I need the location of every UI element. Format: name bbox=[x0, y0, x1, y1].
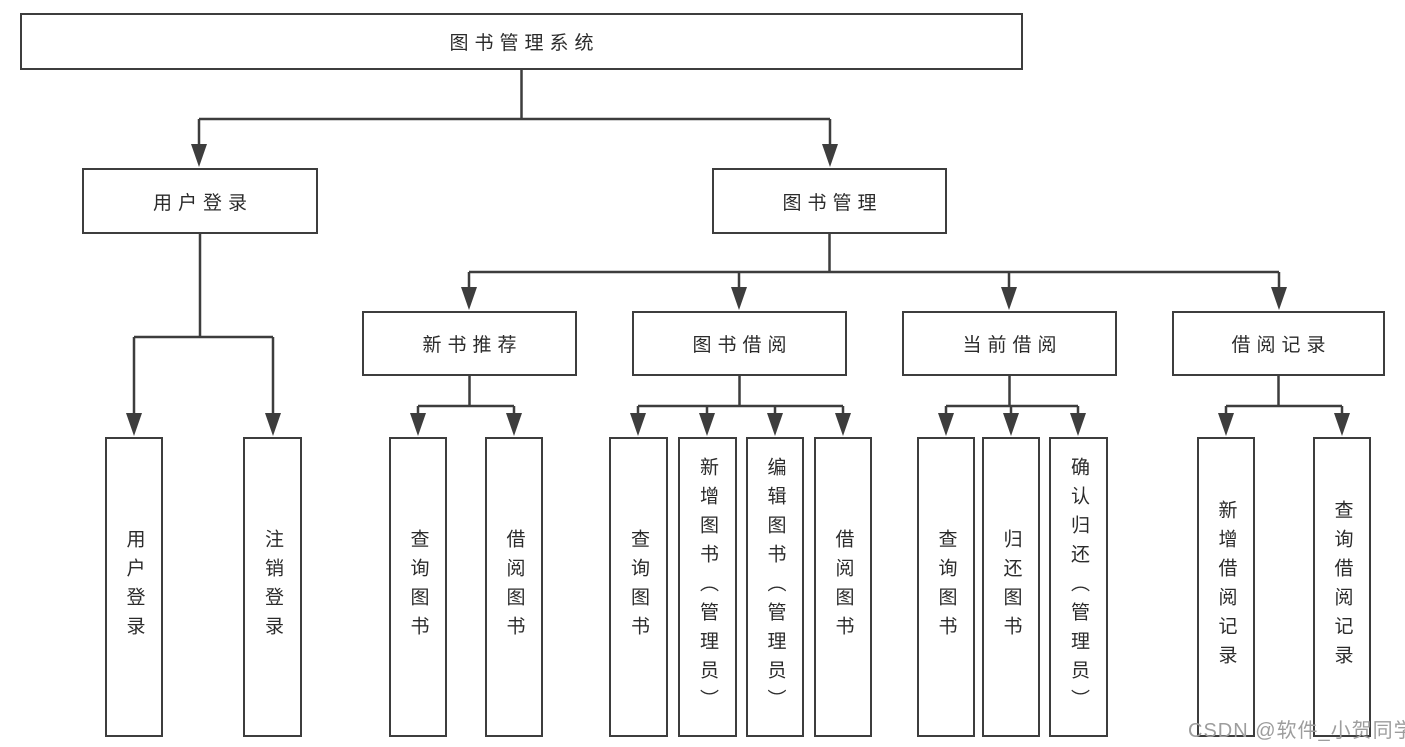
leaf-label: 查询图书 bbox=[628, 529, 649, 645]
connector-borrow-to-leaves bbox=[630, 376, 851, 436]
node-new-book-recommend: 新书推荐 bbox=[362, 311, 577, 376]
leaf-confirm-return-admin: 确认归还（管理员） bbox=[1049, 437, 1108, 737]
leaf-label: 借阅图书 bbox=[832, 529, 854, 645]
connector-newbook-to-leaves bbox=[410, 376, 522, 436]
connector-root-to-level2 bbox=[191, 70, 838, 167]
node-label: 当前借阅 bbox=[962, 335, 1063, 356]
csdn-watermark: CSDN @软件_小贺同学 bbox=[1188, 720, 1405, 742]
leaf-query-borrow-record: 查询借阅记录 bbox=[1313, 437, 1371, 737]
node-label: 图书借阅 bbox=[692, 335, 793, 356]
leaf-query-books-newbook: 查询图书 bbox=[389, 437, 447, 737]
leaf-label: 编辑图书（管理员） bbox=[764, 456, 786, 718]
connector-records-to-leaves bbox=[1218, 376, 1350, 436]
leaf-borrow-books-borrow: 借阅图书 bbox=[814, 437, 872, 737]
node-book-management: 图书管理 bbox=[712, 168, 947, 234]
leaf-label: 归还图书 bbox=[1000, 529, 1022, 645]
leaf-label: 查询借阅记录 bbox=[1331, 500, 1353, 674]
leaf-query-books-borrow: 查询图书 bbox=[609, 437, 668, 737]
leaf-user-login: 用户登录 bbox=[105, 437, 163, 737]
leaf-label: 新增借阅记录 bbox=[1215, 500, 1237, 674]
leaf-label: 借阅图书 bbox=[503, 529, 525, 645]
leaf-query-books-current: 查询图书 bbox=[917, 437, 975, 737]
leaf-label: 用户登录 bbox=[123, 529, 145, 645]
node-label: 图书管理 bbox=[782, 192, 883, 214]
node-user-login: 用户登录 bbox=[82, 168, 318, 234]
connector-current-to-leaves bbox=[938, 376, 1086, 436]
node-label: 借阅记录 bbox=[1231, 335, 1332, 356]
node-label: 用户登录 bbox=[152, 192, 253, 214]
node-borrow-records: 借阅记录 bbox=[1172, 311, 1385, 376]
leaf-edit-books-admin: 编辑图书（管理员） bbox=[746, 437, 804, 737]
node-root-library-system: 图书管理系统 bbox=[20, 13, 1023, 70]
leaf-borrow-books-newbook: 借阅图书 bbox=[485, 437, 543, 737]
leaf-label: 查询图书 bbox=[407, 529, 429, 645]
leaf-label: 查询图书 bbox=[935, 529, 957, 645]
node-current-borrow: 当前借阅 bbox=[902, 311, 1117, 376]
leaf-add-books-admin: 新增图书（管理员） bbox=[678, 437, 737, 737]
node-label: 新书推荐 bbox=[422, 335, 523, 356]
leaf-label: 新增图书（管理员） bbox=[697, 456, 718, 718]
node-label: 图书管理系统 bbox=[449, 33, 600, 54]
leaf-label: 注销登录 bbox=[262, 529, 283, 645]
leaf-label: 确认归还（管理员） bbox=[1068, 456, 1089, 718]
leaf-logout: 注销登录 bbox=[243, 437, 302, 737]
node-book-borrow: 图书借阅 bbox=[632, 311, 847, 376]
connector-bookmgmt-to-level3 bbox=[461, 234, 1287, 310]
leaf-add-borrow-record: 新增借阅记录 bbox=[1197, 437, 1255, 737]
leaf-return-books: 归还图书 bbox=[982, 437, 1040, 737]
connector-userlogin-to-leaves bbox=[126, 234, 281, 436]
